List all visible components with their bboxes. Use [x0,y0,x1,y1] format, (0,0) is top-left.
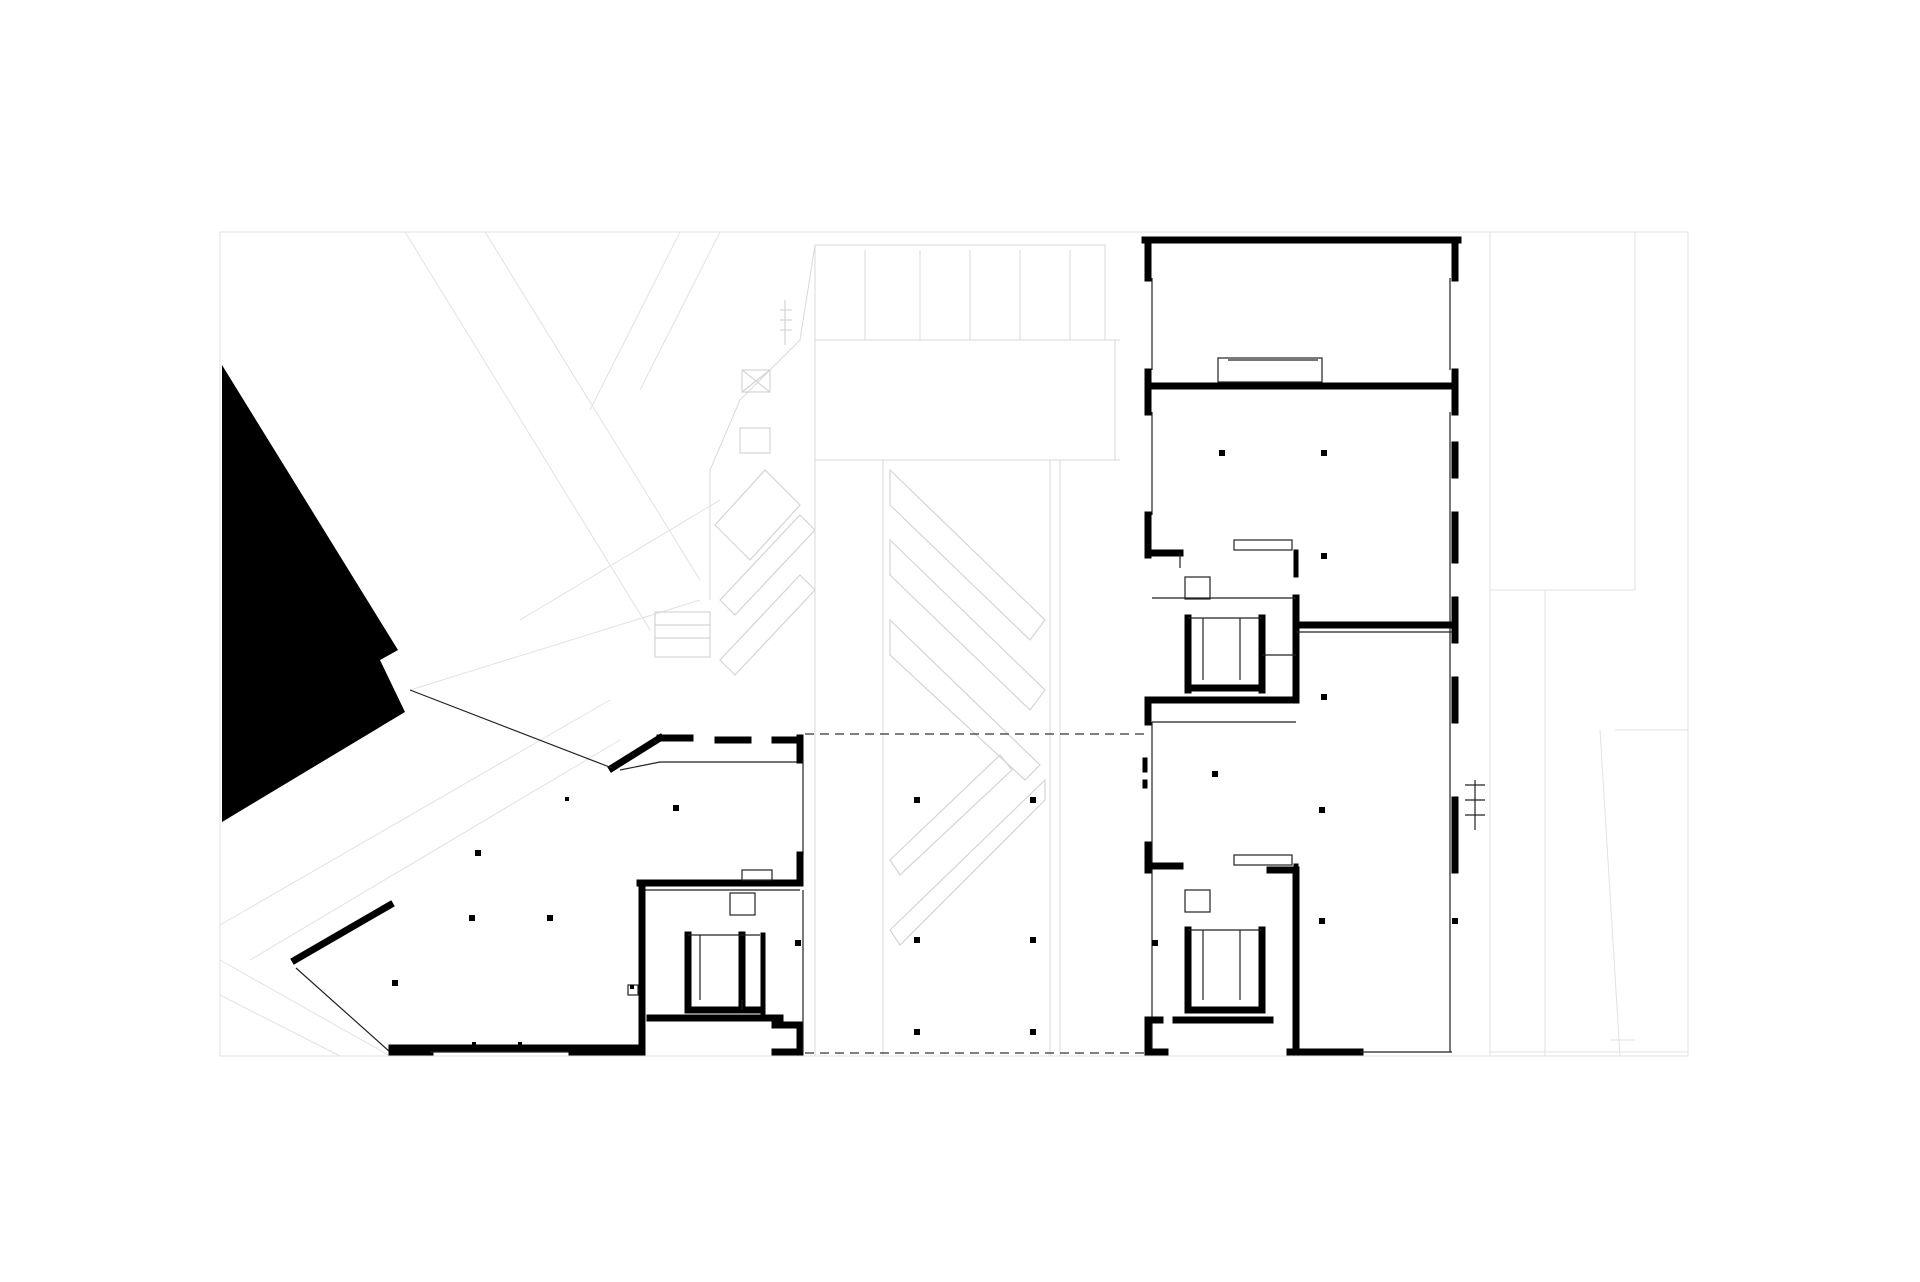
site-context-lines [219,231,1689,1057]
central-column-grid [914,797,1036,1035]
left-building-plan [290,689,804,1056]
neighbor-building-solid [222,365,405,822]
dashed-connection-lines [805,733,1145,1054]
right-building-plan [1141,236,1485,1056]
